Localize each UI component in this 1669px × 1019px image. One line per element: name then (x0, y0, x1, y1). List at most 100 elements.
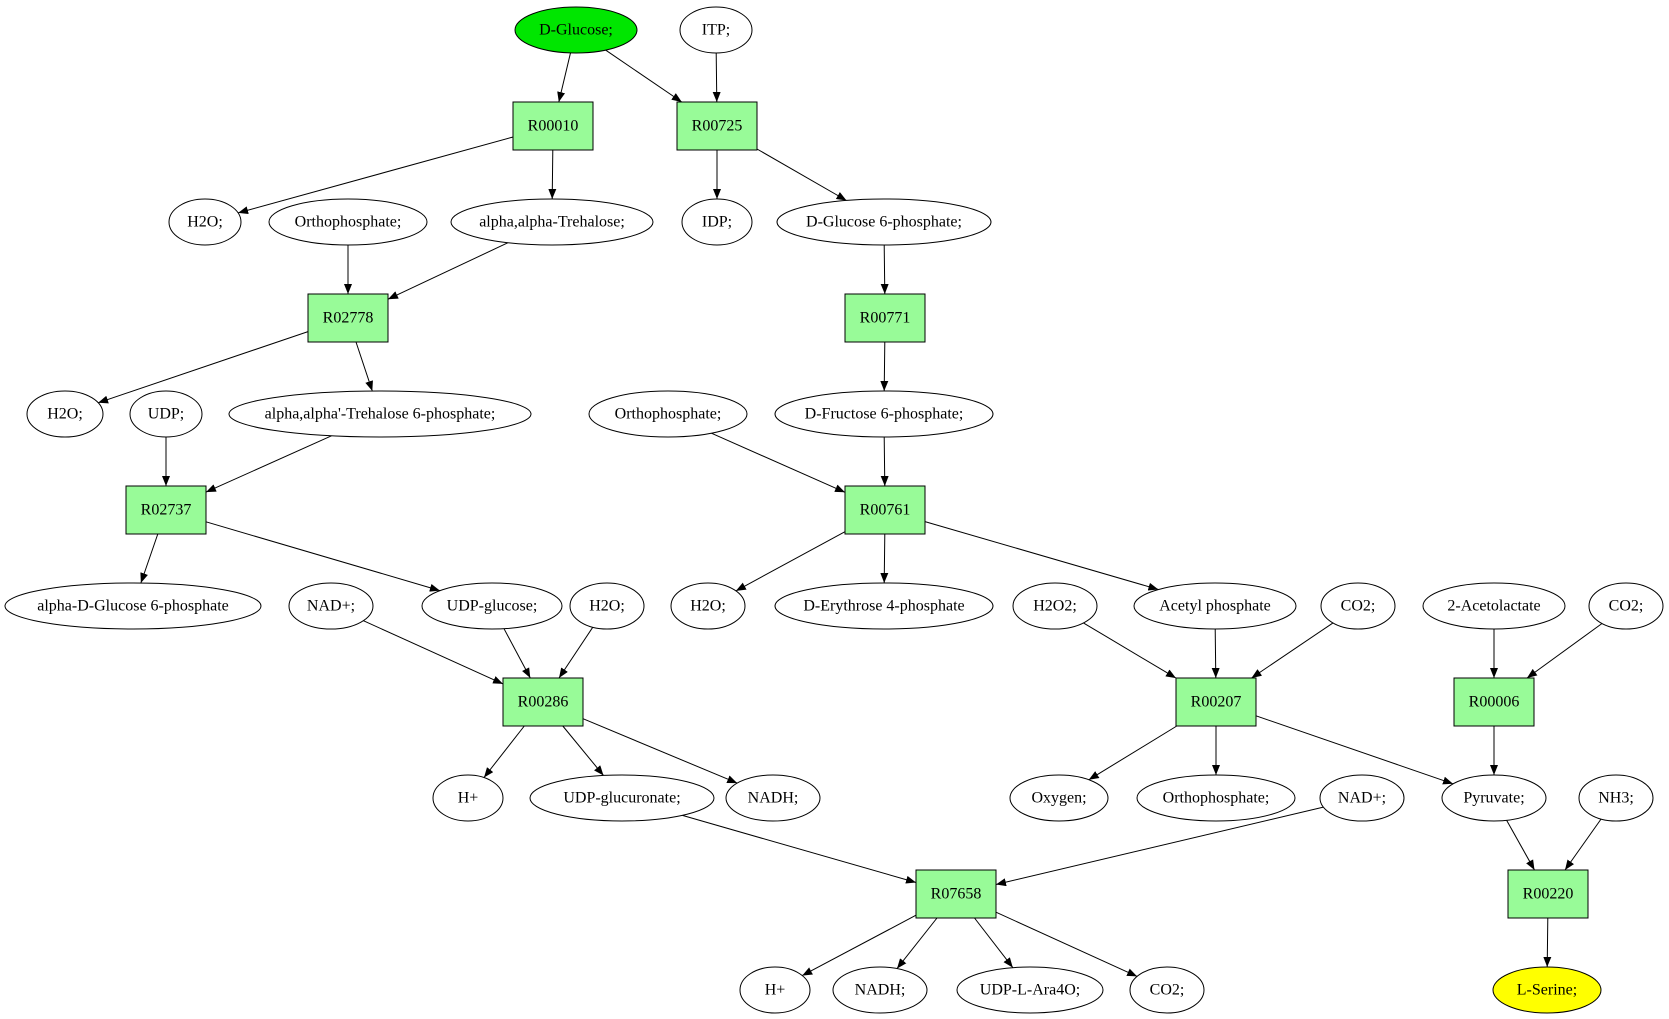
edge-r_r07658-to-c_co2_3 (995, 911, 1138, 977)
edge-r_r00207-to-c_oxygen (1088, 725, 1178, 781)
compound-ellipse (529, 774, 715, 822)
edge-c_udpglucose-to-r_r00286 (503, 628, 531, 679)
node-label: D-Fructose 6-phosphate; (805, 406, 964, 423)
node-label: L-Serine; (1517, 982, 1577, 999)
compound-node-c_acetolactate: 2-Acetolactate (1422, 582, 1566, 630)
node-label: H2O; (690, 598, 726, 615)
compound-ellipse (832, 966, 928, 1014)
edge-c_pyruvate-to-r_r00220 (1506, 820, 1535, 871)
node-label: 2-Acetolactate (1447, 598, 1540, 615)
edge-r_r07658-to-c_nadh_2 (896, 917, 938, 969)
compound-node-c_h2o_2: H2O; (26, 390, 104, 438)
edge-c_h2o2-to-r_r00207 (1083, 622, 1177, 679)
edge-c_udpglucuronate-to-r_r07658 (682, 814, 917, 884)
node-label: CO2; (1341, 598, 1376, 615)
compound-node-c_udpglucuronate: UDP-glucuronate; (529, 774, 715, 822)
node-label: Orthophosphate; (295, 214, 402, 231)
compound-ellipse (1492, 966, 1602, 1014)
edge-r_r00725-to-c_g6p (756, 148, 847, 201)
reaction-node-r_r00725: R00725 (676, 101, 758, 151)
node-label: UDP-glucuronate; (563, 790, 680, 807)
reaction-box (915, 869, 997, 919)
compound-ellipse (450, 198, 654, 246)
node-label: CO2; (1150, 982, 1185, 999)
compound-node-c_orthophosphate_2: Orthophosphate; (588, 390, 748, 438)
compound-node-c_nh3: NH3; (1578, 774, 1654, 822)
node-label: R00771 (860, 310, 911, 327)
compound-ellipse (1422, 582, 1566, 630)
compound-ellipse (1136, 774, 1296, 822)
node-label: UDP-L-Ara4O; (980, 982, 1080, 999)
compound-node-c_nadh_1: NADH; (725, 774, 821, 822)
node-label: R00725 (692, 118, 743, 135)
compound-ellipse (956, 966, 1104, 1014)
compound-ellipse (1319, 774, 1405, 822)
compound-ellipse (679, 6, 753, 54)
compound-ellipse (168, 198, 242, 246)
node-label: H2O2; (1033, 598, 1077, 615)
compound-node-c_nadh_2: NADH; (832, 966, 928, 1014)
edge-r_r02737-to-c_udpglucose (205, 521, 441, 592)
reaction-node-r_r00006: R00006 (1453, 677, 1535, 727)
compound-ellipse (421, 582, 563, 630)
node-label: Acetyl phosphate (1159, 598, 1271, 615)
node-label: R00207 (1191, 694, 1242, 711)
node-label: R00220 (1523, 886, 1574, 903)
reaction-node-r_r02737: R02737 (125, 485, 207, 535)
compound-node-c_adg6p: alpha-D-Glucose 6-phosphate (4, 582, 262, 630)
edge-c_dglucose-to-r_r00725 (605, 49, 683, 103)
node-label: H+ (458, 790, 479, 807)
node-label: NAD+; (1338, 790, 1386, 807)
edge-r_r00286-to-c_hplus_1 (483, 725, 525, 778)
compound-node-c_orthophosphate_1: Orthophosphate; (268, 198, 428, 246)
edge-r_r00761-to-c_h2o_4 (735, 531, 846, 592)
edge-r_r02778-to-c_h2o_2 (97, 331, 309, 404)
compound-node-c_co2_2: CO2; (1588, 582, 1664, 630)
compound-node-c_itp: ITP; (679, 6, 753, 54)
reaction-box (307, 293, 389, 343)
compound-ellipse (228, 390, 532, 438)
compound-node-c_e4p: D-Erythrose 4-phosphate (774, 582, 994, 630)
compound-node-c_co2_1: CO2; (1320, 582, 1396, 630)
reaction-node-r_r00220: R00220 (1507, 869, 1589, 919)
compound-ellipse (129, 390, 203, 438)
compound-node-c_f6p: D-Fructose 6-phosphate; (774, 390, 994, 438)
node-label: H2O; (47, 406, 83, 423)
edge-r_r02737-to-c_adg6p (140, 533, 159, 584)
compound-node-c_trehalose: alpha,alpha-Trehalose; (450, 198, 654, 246)
reaction-node-r_r00010: R00010 (512, 101, 594, 151)
compound-node-c_pyruvate: Pyruvate; (1441, 774, 1547, 822)
node-label: alpha-D-Glucose 6-phosphate (37, 598, 229, 615)
node-label: D-Glucose; (539, 22, 613, 39)
compound-node-c_h2o_1: H2O; (168, 198, 242, 246)
compound-ellipse (1578, 774, 1654, 822)
node-label: UDP; (148, 406, 184, 423)
edge-r_r07658-to-c_hplus_2 (801, 914, 917, 977)
compound-node-c_nadp_2: NAD+; (1319, 774, 1405, 822)
reaction-box (676, 101, 758, 151)
node-label: NH3; (1598, 790, 1634, 807)
node-label: CO2; (1609, 598, 1644, 615)
reaction-box (1453, 677, 1535, 727)
compound-ellipse (588, 390, 748, 438)
node-label: R00006 (1469, 694, 1520, 711)
edge-r_r00286-to-c_nadh_1 (582, 718, 738, 784)
reaction-node-r_r00761: R00761 (844, 485, 926, 535)
edge-r_r00220-to-c_lserine (1543, 917, 1552, 968)
compound-ellipse (774, 390, 994, 438)
compound-ellipse (1009, 774, 1109, 822)
edge-r_r07658-to-c_udpara4o (974, 917, 1014, 968)
edges (97, 49, 1603, 977)
edge-c_trehalose6p-to-r_r02737 (205, 435, 332, 493)
edge-c_orthophosphate_2-to-r_r00761 (711, 432, 846, 493)
compound-node-c_orthophosphate_3: Orthophosphate; (1136, 774, 1296, 822)
compound-node-c_idp: IDP; (681, 198, 753, 246)
compound-ellipse (26, 390, 104, 438)
node-label: IDP; (702, 214, 732, 231)
compound-node-c_dglucose: D-Glucose; (514, 6, 638, 54)
edge-c_h2o_3-to-r_r00286 (558, 626, 594, 679)
reaction-box (502, 677, 584, 727)
compound-node-c_h2o_3: H2O; (569, 582, 645, 630)
compound-ellipse (739, 966, 811, 1014)
